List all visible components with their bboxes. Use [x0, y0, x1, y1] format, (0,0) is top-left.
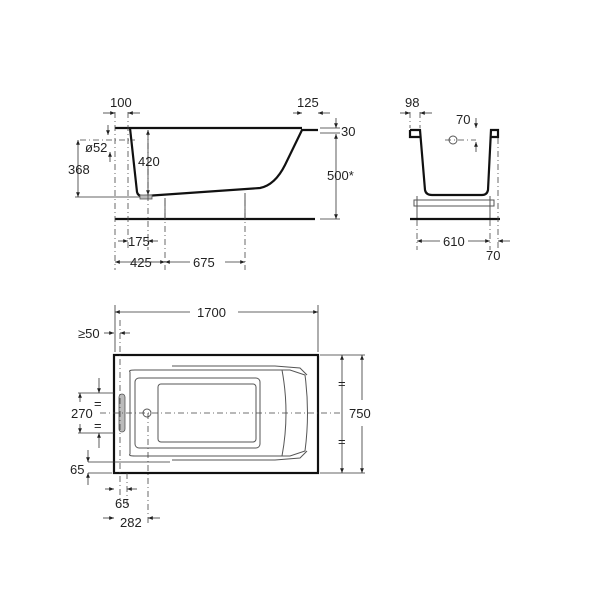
- end-view: 98 70 610 70: [400, 95, 510, 263]
- dim-70-top: 70: [456, 112, 470, 127]
- dim-100: 100: [110, 95, 132, 110]
- dim-min-50: ≥50: [78, 326, 100, 341]
- dim-30: 30: [341, 124, 355, 139]
- dim-1700: 1700: [197, 305, 226, 320]
- equal-mark: =: [338, 376, 346, 391]
- dim-420: 420: [138, 154, 160, 169]
- dim-98: 98: [405, 95, 419, 110]
- plan-view: 1700 ≥50 270 = = = = 750 65 65 282: [70, 305, 371, 530]
- dim-125: 125: [297, 95, 319, 110]
- equal-mark: =: [94, 418, 102, 433]
- dim-70-side: 70: [486, 248, 500, 263]
- tub-side-outline: [115, 126, 318, 198]
- drain: [139, 194, 153, 200]
- dim-65-left: 65: [115, 496, 129, 511]
- dim-750: 750: [349, 406, 371, 421]
- dim-o52: ø52: [85, 140, 107, 155]
- dim-65-rim: 65: [70, 462, 84, 477]
- dim-175: 175: [128, 234, 150, 249]
- dim-270: 270: [71, 406, 93, 421]
- equal-mark: =: [338, 434, 346, 449]
- dim-368: 368: [68, 162, 90, 177]
- dim-425: 425: [130, 255, 152, 270]
- dim-282: 282: [120, 515, 142, 530]
- support-frame: [413, 199, 495, 207]
- basin-outline: [129, 369, 308, 457]
- dim-675: 675: [193, 255, 215, 270]
- tub-end-outline: [408, 128, 500, 197]
- tub-plan-outline: [112, 353, 320, 475]
- equal-mark: =: [94, 396, 102, 411]
- dim-500: 500*: [327, 168, 354, 183]
- dim-610: 610: [443, 234, 465, 249]
- side-view: 100 125 30 500* 420 368 ø52 175 425 675: [68, 95, 355, 270]
